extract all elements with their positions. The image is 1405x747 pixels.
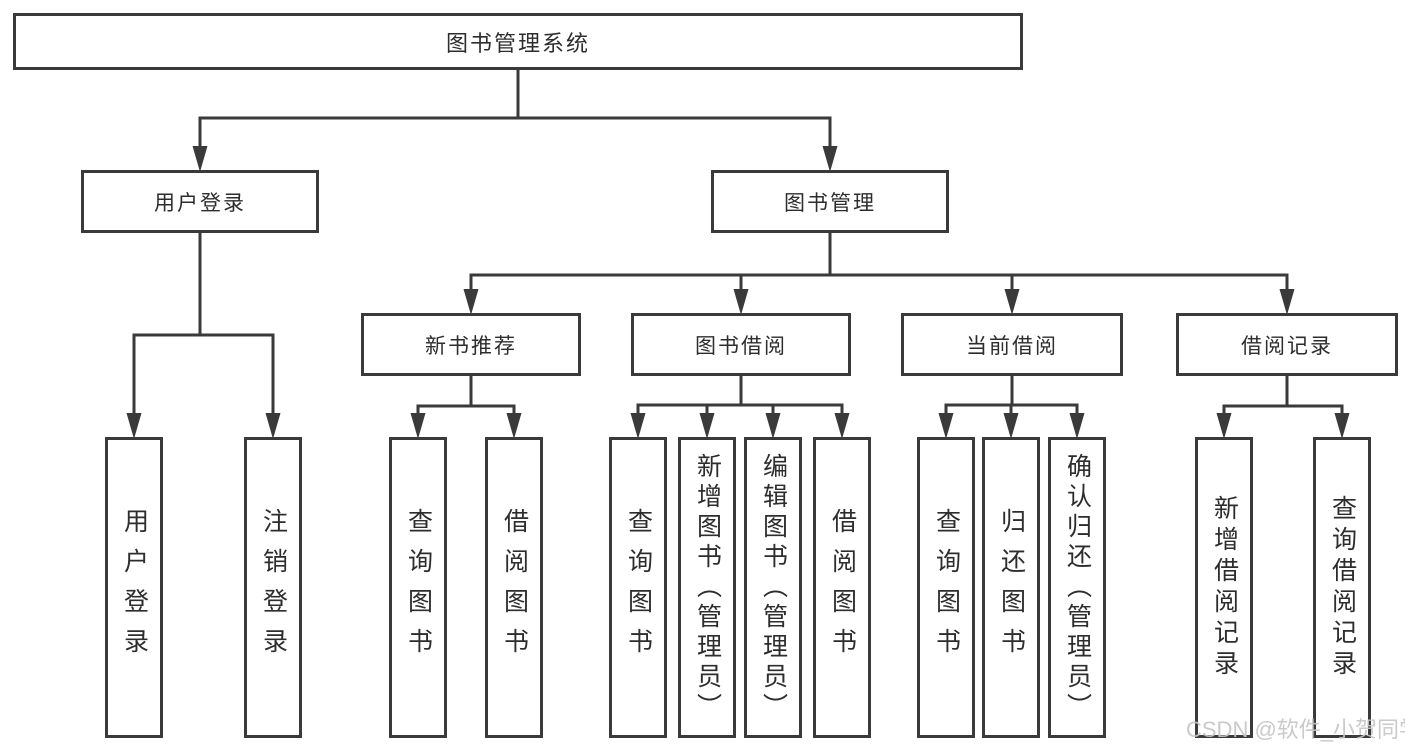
leaf-label: 查询借阅记录 xyxy=(1328,494,1357,681)
node-current-borrow: 当前借阅 xyxy=(901,313,1123,376)
leaf-label: 确认归还（管理员） xyxy=(1063,452,1092,723)
node-label: 图书管理 xyxy=(784,191,876,215)
node-root-label: 图书管理系统 xyxy=(445,30,590,56)
leaf-label: 用户登录 xyxy=(120,507,149,668)
leaf-query-borrow-record: 查询借阅记录 xyxy=(1313,437,1371,738)
leaf-user-login: 用户登录 xyxy=(105,437,163,738)
leaf-label: 借阅图书 xyxy=(500,507,529,668)
leaf-label: 查询图书 xyxy=(932,507,961,668)
node-label: 新书推荐 xyxy=(425,334,517,358)
leaf-label: 归还图书 xyxy=(997,507,1026,668)
leaf-label: 借阅图书 xyxy=(828,507,857,668)
node-new-book-recommend: 新书推荐 xyxy=(361,313,581,376)
leaf-borrow-book-recommend: 借阅图书 xyxy=(485,437,543,738)
node-label: 当前借阅 xyxy=(966,334,1058,358)
node-user-login: 用户登录 xyxy=(81,170,319,233)
leaf-query-book-current: 查询图书 xyxy=(917,437,975,738)
leaf-confirm-return-admin: 确认归还（管理员） xyxy=(1048,437,1106,738)
node-label: 用户登录 xyxy=(154,191,246,215)
leaf-query-book-recommend: 查询图书 xyxy=(389,437,447,738)
node-book-management: 图书管理 xyxy=(711,170,949,233)
leaf-return-book: 归还图书 xyxy=(982,437,1040,738)
leaf-add-book-admin: 新增图书（管理员） xyxy=(678,437,736,738)
leaf-edit-book-admin: 编辑图书（管理员） xyxy=(744,437,802,738)
leaf-label: 新增图书（管理员） xyxy=(693,452,722,723)
node-label: 借阅记录 xyxy=(1241,334,1333,358)
node-label: 图书借阅 xyxy=(695,334,787,358)
leaf-label: 注销登录 xyxy=(259,507,288,668)
node-root: 图书管理系统 xyxy=(13,13,1023,70)
csdn-watermark: CSDN @软件_小贺同学 xyxy=(1186,717,1405,742)
leaf-add-borrow-record: 新增借阅记录 xyxy=(1195,437,1253,738)
leaf-borrow-book: 借阅图书 xyxy=(813,437,871,738)
leaf-label: 查询图书 xyxy=(624,507,653,668)
leaf-label: 编辑图书（管理员） xyxy=(759,452,788,723)
node-borrow-records: 借阅记录 xyxy=(1176,313,1398,376)
leaf-label: 查询图书 xyxy=(404,507,433,668)
node-book-borrow: 图书借阅 xyxy=(631,313,851,376)
leaf-logout: 注销登录 xyxy=(244,437,302,738)
leaf-query-book-borrow: 查询图书 xyxy=(609,437,667,738)
leaf-label: 新增借阅记录 xyxy=(1210,494,1239,681)
